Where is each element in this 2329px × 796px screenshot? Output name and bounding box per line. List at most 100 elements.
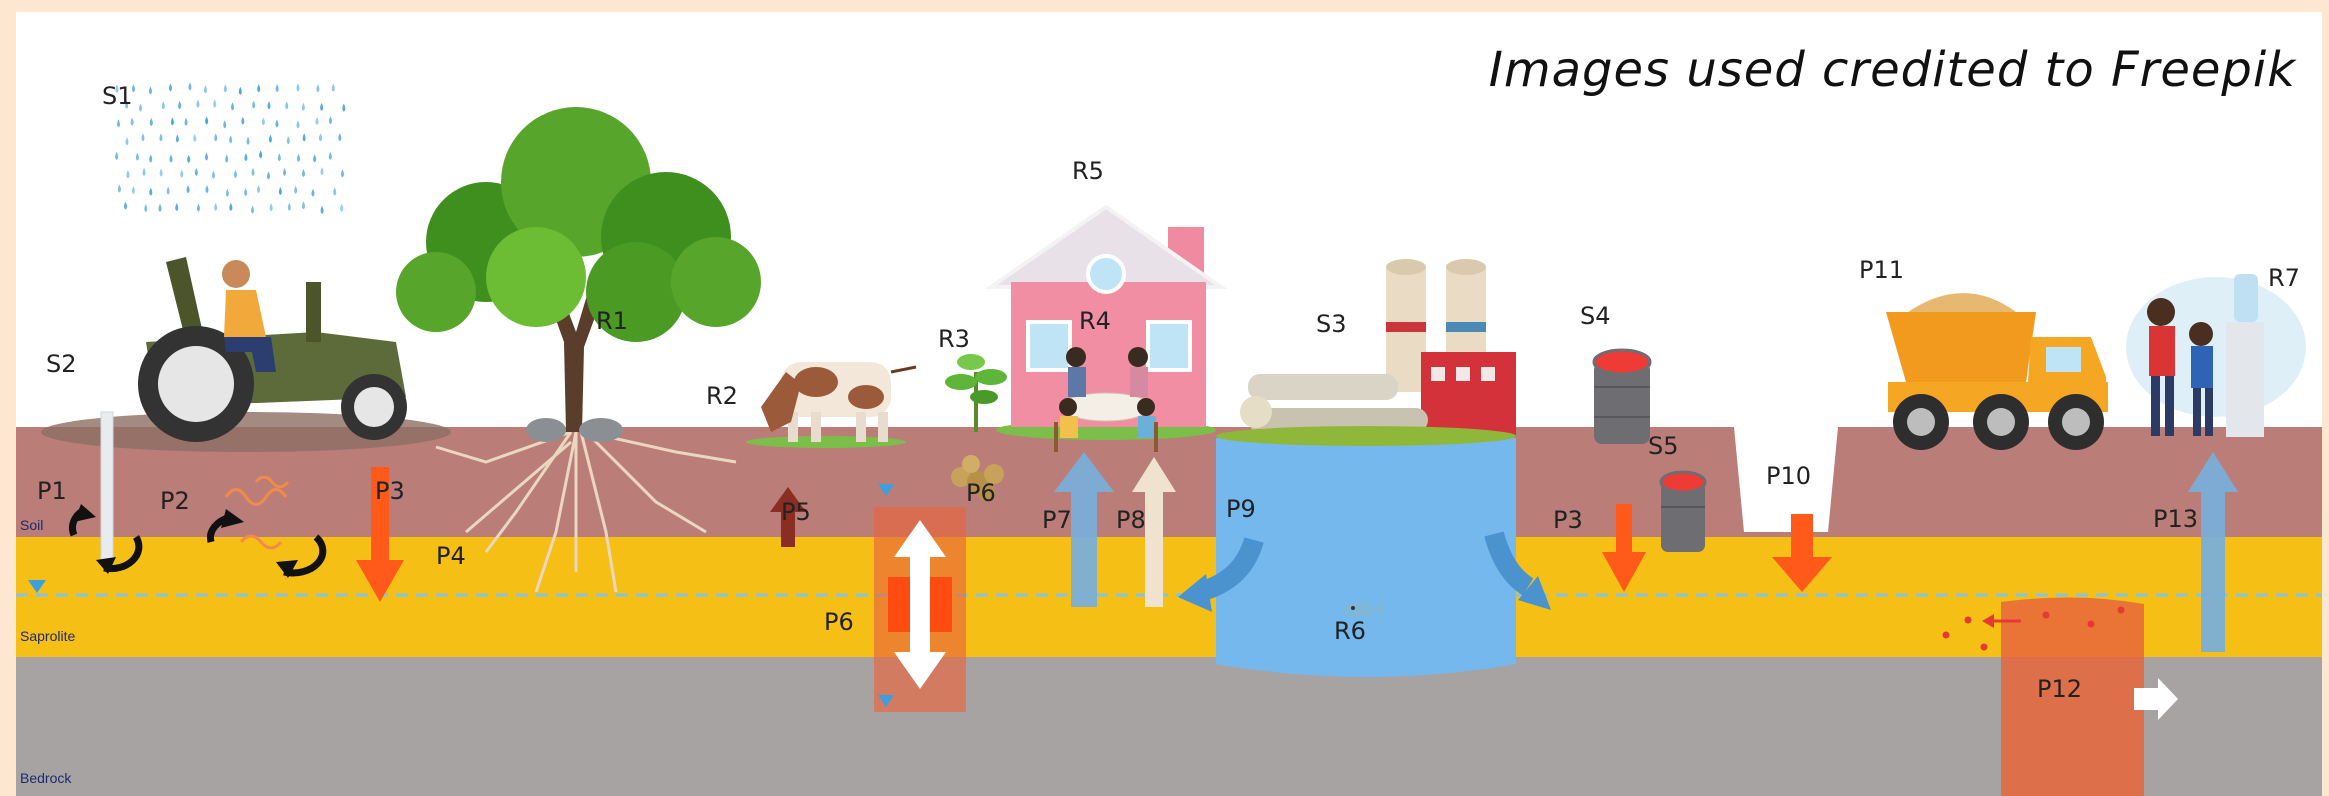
label-r7: R7 [2268,264,2300,292]
label-p1: P1 [37,477,67,505]
ground-layers [16,427,2322,796]
dump-truck-icon [1886,293,2108,450]
raindrop [269,203,273,212]
cow-icon [746,362,917,448]
raindrop [131,84,135,93]
p3-down-arrow [356,467,404,602]
saprolite-layer-label: Saprolite [20,628,76,644]
raindrop [278,186,282,195]
raindrop [138,103,142,112]
raindrop [287,202,291,211]
factory-icon [1216,259,1516,446]
raindrop [316,84,320,93]
raindrop [294,185,298,194]
raindrop [244,153,248,162]
raindrop [233,169,237,178]
label-r5: R5 [1072,157,1104,185]
raindrop [275,84,279,93]
raindrop [203,85,207,94]
raindrop [141,133,145,142]
raindrop [194,167,198,176]
p9-left-arrow [1202,536,1264,600]
raindrop [225,188,229,197]
diagram-frame: Soil Saprolite Bedrock Images used credi… [16,12,2322,796]
raindrop [196,203,200,212]
raindrop [301,201,305,210]
label-p10: P10 [1766,462,1812,490]
raindrop [311,188,315,197]
label-p13: P13 [2153,505,2199,533]
soil-layer-label: Soil [20,517,44,533]
label-p8: P8 [1116,506,1146,534]
barrel-icon [1592,348,1652,444]
raindrop [320,102,324,111]
raindrop [246,136,250,145]
raindrop [257,185,261,194]
bedrock-layer [16,657,2322,796]
raindrop [135,152,139,161]
raindrop [286,136,290,145]
raindrop [267,171,271,180]
label-r4: R4 [1079,307,1111,335]
label-p12: P12 [2037,675,2083,703]
raindrop [229,135,233,144]
label-p7: P7 [1042,506,1072,534]
p8-up-arrow [1132,457,1176,607]
raindrop [261,117,265,126]
raindrop [148,86,152,95]
raindrop [251,205,255,214]
raindrop [175,202,179,211]
raindrop [285,101,289,110]
raindrop [159,133,163,142]
raindrop [320,167,324,176]
raindrop [124,201,128,210]
raindrop [149,187,153,196]
raindrop [131,185,135,194]
people-water-cooler-icon [2126,274,2306,437]
seedling-icon [945,354,1007,501]
raindrop [223,84,227,93]
raindrop [125,100,129,109]
raindrop [230,102,234,111]
raindrop [302,169,306,178]
groundwater-diagram [16,82,2322,796]
raindrop [205,116,209,125]
p7-up-arrow [1054,452,1114,607]
label-p5: P5 [781,498,811,526]
raindrop [301,102,305,111]
raindrop [275,119,279,128]
cycle-arrows-icon [68,504,143,574]
raindrop [259,150,263,159]
raindrop [342,103,346,112]
raindrop [338,133,342,142]
raindrop [161,101,165,110]
raindrop [125,137,129,146]
p6-double-arrow [894,520,946,689]
tree-icon [396,107,761,593]
raindrop [315,116,319,125]
raindrop [229,202,233,211]
label-r2: R2 [706,382,738,410]
label-r6: R6 [1334,617,1366,645]
label-p3-left: P3 [375,477,405,505]
raindrop [204,152,208,161]
label-p3-right: P3 [1553,506,1583,534]
raindrop [313,154,317,163]
label-s1: S1 [102,82,133,110]
raindrop [328,116,332,125]
label-r3: R3 [938,325,970,353]
raindrop [144,204,148,213]
raindrop [268,134,272,143]
p5-up-arrow [770,487,806,547]
raindrop [168,83,172,92]
raindrop [184,117,188,126]
raindrop [214,202,218,211]
raindrop [213,99,217,108]
rain-icon [115,82,346,214]
raindrop [188,82,192,91]
raindrop [320,205,324,214]
raindrop [196,99,200,108]
raindrop [331,83,335,92]
p12-right-arrow [2134,678,2178,720]
raindrop [158,203,162,212]
